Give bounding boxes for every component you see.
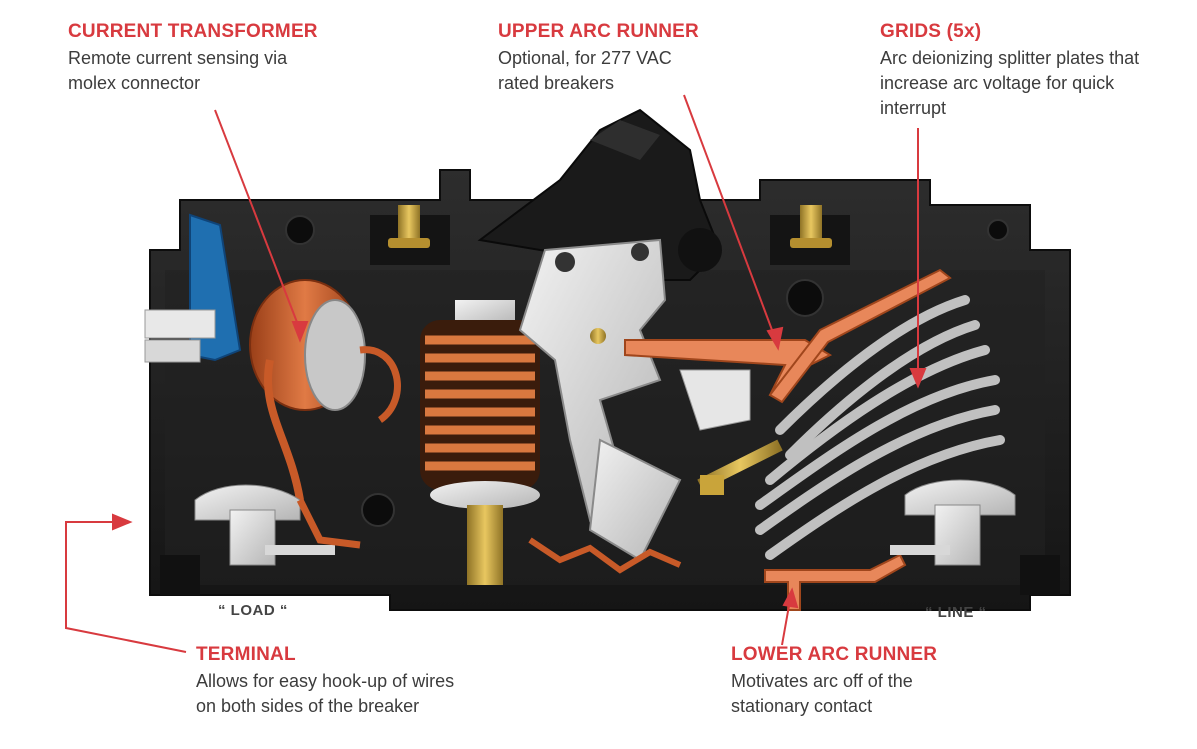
- coil-windings: [425, 335, 535, 471]
- callout-line: increase arc voltage for quick: [880, 73, 1115, 93]
- callout-upper-arc-runner: UPPER ARC RUNNER Optional, for 277 VAC r…: [498, 20, 699, 96]
- callout-description: Allows for easy hook-up of wires on both…: [196, 669, 454, 719]
- callout-description: Motivates arc off of the stationary cont…: [731, 669, 937, 719]
- line-side-label: “ LINE “: [925, 604, 987, 621]
- lower-arc-runner: [764, 553, 907, 611]
- callout-line: rated breakers: [498, 73, 615, 93]
- callout-current-transformer: CURRENT TRANSFORMER Remote current sensi…: [68, 20, 318, 96]
- callout-description: Optional, for 277 VAC rated breakers: [498, 46, 699, 96]
- callout-description: Arc deionizing splitter plates that incr…: [880, 46, 1139, 121]
- callout-title: TERMINAL: [196, 644, 296, 665]
- callout-lower-arc-runner: LOWER ARC RUNNER Motivates arc off of th…: [731, 643, 937, 719]
- callout-line: molex connector: [68, 73, 201, 93]
- current-transformer-coil: [249, 279, 401, 501]
- upper-arc-runner: [624, 268, 952, 404]
- molex-connector: [144, 213, 242, 363]
- callout-terminal: TERMINAL Allows for easy hook-up of wire…: [196, 643, 454, 719]
- trip-spring: [528, 537, 682, 574]
- line-terminal: [890, 479, 1016, 566]
- callout-title: UPPER ARC RUNNER: [498, 21, 699, 42]
- callout-description: Remote current sensing via molex connect…: [68, 46, 318, 96]
- callout-line: stationary contact: [731, 696, 873, 716]
- callout-line: Arc deionizing splitter plates that: [880, 48, 1140, 68]
- trip-mechanism: [518, 238, 751, 562]
- load-side-label: “ LOAD “: [218, 602, 288, 619]
- solenoid-coil: [420, 300, 540, 585]
- top-brass-screws: [388, 205, 832, 248]
- callout-title: LOWER ARC RUNNER: [731, 644, 938, 665]
- load-terminal: [194, 484, 361, 566]
- callout-line: Optional, for 277 VAC: [498, 48, 672, 68]
- callout-pointers: [65, 94, 927, 653]
- callout-line: interrupt: [880, 98, 947, 118]
- callout-line: on both sides of the breaker: [196, 696, 420, 716]
- callout-line: Motivates arc off of the: [731, 671, 913, 691]
- callout-title: GRIDS (5x): [880, 21, 982, 42]
- arc-splitter-grids: [755, 295, 1005, 560]
- callout-line: Remote current sensing via: [68, 48, 288, 68]
- moving-contact-rod: [697, 439, 783, 495]
- callout-grids: GRIDS (5x) Arc deionizing splitter plate…: [880, 20, 1139, 121]
- callout-title: CURRENT TRANSFORMER: [68, 21, 318, 42]
- housing-screws: [285, 215, 1009, 527]
- handle-lever: [477, 108, 722, 281]
- callout-line: Allows for easy hook-up of wires: [196, 671, 455, 691]
